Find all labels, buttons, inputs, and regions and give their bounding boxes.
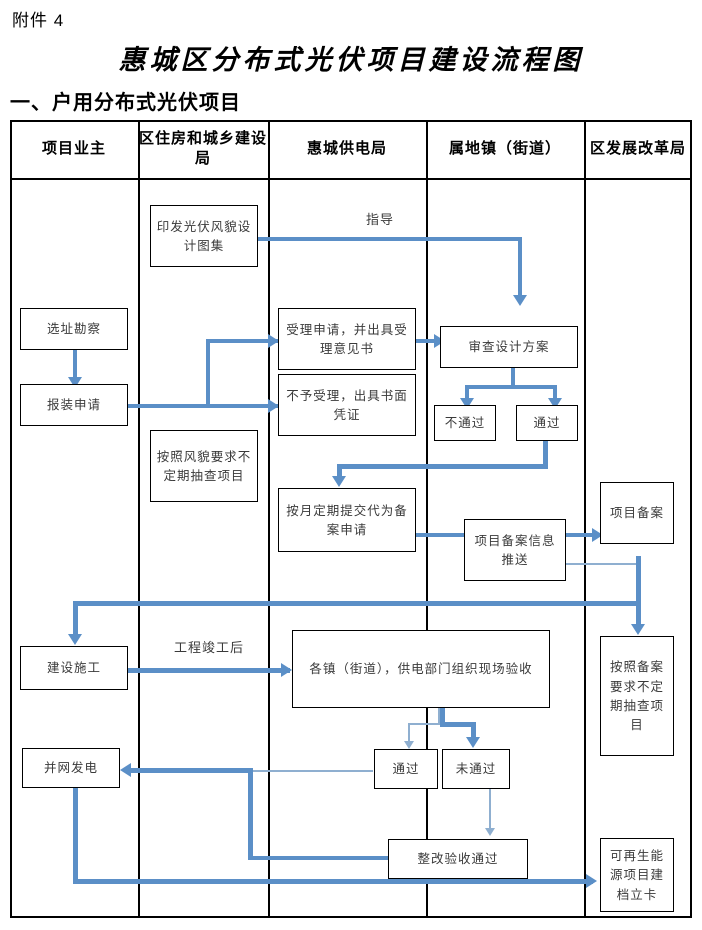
node-review-design[interactable]: 审查设计方案 xyxy=(440,326,578,368)
edge-to-pass-v xyxy=(553,385,557,402)
column-header-owner: 项目业主 xyxy=(41,139,106,157)
column-header-town: 属地镇（街道） xyxy=(448,139,561,157)
node-install-apply[interactable]: 报装申请 xyxy=(20,384,128,426)
arrowhead-construction xyxy=(68,634,82,645)
edge-pass-down xyxy=(543,440,548,468)
edge-to-spotcheck-v xyxy=(636,601,641,628)
arrowhead-review-pass xyxy=(548,398,562,409)
table-outer-border xyxy=(10,120,692,918)
arrowhead-review-design xyxy=(513,295,527,306)
node-reject-apply[interactable]: 不予受理，出具书面凭证 xyxy=(278,374,416,436)
edge-grid-down xyxy=(73,780,78,883)
arrowhead-review-design-2 xyxy=(434,334,445,348)
node-grid-connect[interactable]: 并网发电 xyxy=(22,748,120,788)
arrowhead-rectify-pass xyxy=(485,828,495,836)
edge-rectify-left xyxy=(248,856,390,860)
edge-to-grid-connect-h xyxy=(130,768,253,773)
edge-pass-to-grid-thin xyxy=(248,770,373,772)
node-accept-apply[interactable]: 受理申请，并出具受理意见书 xyxy=(278,308,416,370)
node-review-fail[interactable]: 不通过 xyxy=(434,405,496,441)
edge-rectify-up xyxy=(248,768,253,860)
edge-apply-branch-h xyxy=(206,339,280,343)
edge-accept-split-v xyxy=(440,707,445,727)
flowchart-grid: 项目业主 区住房和城乡建设局 惠城供电局 属地镇（街道） 区发展改革局 xyxy=(10,120,692,918)
node-filing-push[interactable]: 项目备案信息推送 xyxy=(464,519,566,581)
arrowhead-accept-pass xyxy=(404,741,414,749)
edge-main-horizontal xyxy=(73,601,641,606)
edge-fail-to-rectify xyxy=(489,787,491,832)
edge-label-after-completion: 工程竣工后 xyxy=(174,641,245,656)
edge-filing-down xyxy=(636,556,641,605)
arrowhead-monthly-filing xyxy=(332,476,346,487)
arrowhead-accept-fail xyxy=(466,737,480,748)
edge-label-guidance: 指导 xyxy=(366,213,395,228)
edge-pass-left xyxy=(337,464,548,469)
edge-accept-split-thin-h xyxy=(408,723,440,725)
node-construction[interactable]: 建设施工 xyxy=(20,646,128,690)
arrowhead-review-fail xyxy=(460,398,474,409)
node-renewable-record[interactable]: 可再生能源项目建档立卡 xyxy=(600,838,674,912)
arrowhead-install-apply xyxy=(68,377,82,388)
arrowhead-grid-connect xyxy=(120,763,131,777)
edge-construction-to-accept xyxy=(128,668,290,673)
edge-to-accept-fail xyxy=(471,722,476,740)
edge-apply-branch-v xyxy=(206,339,210,408)
node-site-survey[interactable]: 选址勘察 xyxy=(20,308,128,350)
header-divider xyxy=(10,178,692,180)
edge-accept-split-h xyxy=(440,722,476,727)
node-project-filing[interactable]: 项目备案 xyxy=(600,482,674,544)
arrowhead-renewable-record xyxy=(586,874,597,888)
arrowhead-accept-apply xyxy=(268,334,279,348)
node-onsite-accept[interactable]: 各镇（街道），供电部门组织现场验收 xyxy=(292,630,550,708)
edge-pass-to-monthly-v xyxy=(337,464,342,481)
edge-review-split-v xyxy=(511,367,515,389)
edge-atlas-to-review-v xyxy=(518,237,522,297)
node-accept-pass[interactable]: 通过 xyxy=(374,749,438,789)
node-accept-fail[interactable]: 未通过 xyxy=(442,749,510,789)
attachment-label: 附件 4 xyxy=(12,11,65,30)
edge-to-construction-v xyxy=(73,601,78,639)
edge-apply-right xyxy=(128,404,280,408)
edge-accept-split-thin-v xyxy=(438,707,440,725)
column-header-power: 惠城供电局 xyxy=(306,139,387,157)
arrowhead-onsite-accept xyxy=(281,663,292,677)
edge-to-fail-v xyxy=(465,385,469,402)
node-monthly-filing[interactable]: 按月定期提交代为备案申请 xyxy=(278,488,416,552)
edge-atlas-to-review-h xyxy=(258,237,522,241)
edge-survey-to-apply xyxy=(73,344,77,380)
node-spot-check-filing[interactable]: 按照备案要求不定期抽查项目 xyxy=(600,636,674,756)
arrowhead-spot-check-filing xyxy=(631,624,645,635)
edge-to-accept-pass xyxy=(408,723,410,745)
edge-grid-to-record-h xyxy=(73,879,593,884)
arrowhead-project-filing xyxy=(592,528,603,542)
edge-review-split-h xyxy=(465,385,557,389)
section-heading: 一、户用分布式光伏项目 xyxy=(10,92,241,114)
column-divider-4 xyxy=(584,120,586,918)
column-divider-3 xyxy=(426,120,428,918)
node-design-atlas[interactable]: 印发光伏风貌设计图集 xyxy=(150,205,258,267)
node-spot-check-style[interactable]: 按照风貌要求不定期抽查项目 xyxy=(150,430,258,502)
column-header-housing: 区住房和城乡建设局 xyxy=(138,129,267,167)
node-review-pass[interactable]: 通过 xyxy=(516,405,578,441)
arrowhead-reject-apply xyxy=(268,399,279,413)
column-divider-1 xyxy=(138,120,140,918)
column-header-devreform: 区发展改革局 xyxy=(589,139,686,157)
edge-filing-push-h xyxy=(566,563,639,565)
page-title: 惠城区分布式光伏项目建设流程图 xyxy=(118,45,584,76)
node-rectify-pass[interactable]: 整改验收通过 xyxy=(388,839,528,879)
edge-accept-to-review xyxy=(413,339,441,343)
column-divider-2 xyxy=(268,120,270,918)
